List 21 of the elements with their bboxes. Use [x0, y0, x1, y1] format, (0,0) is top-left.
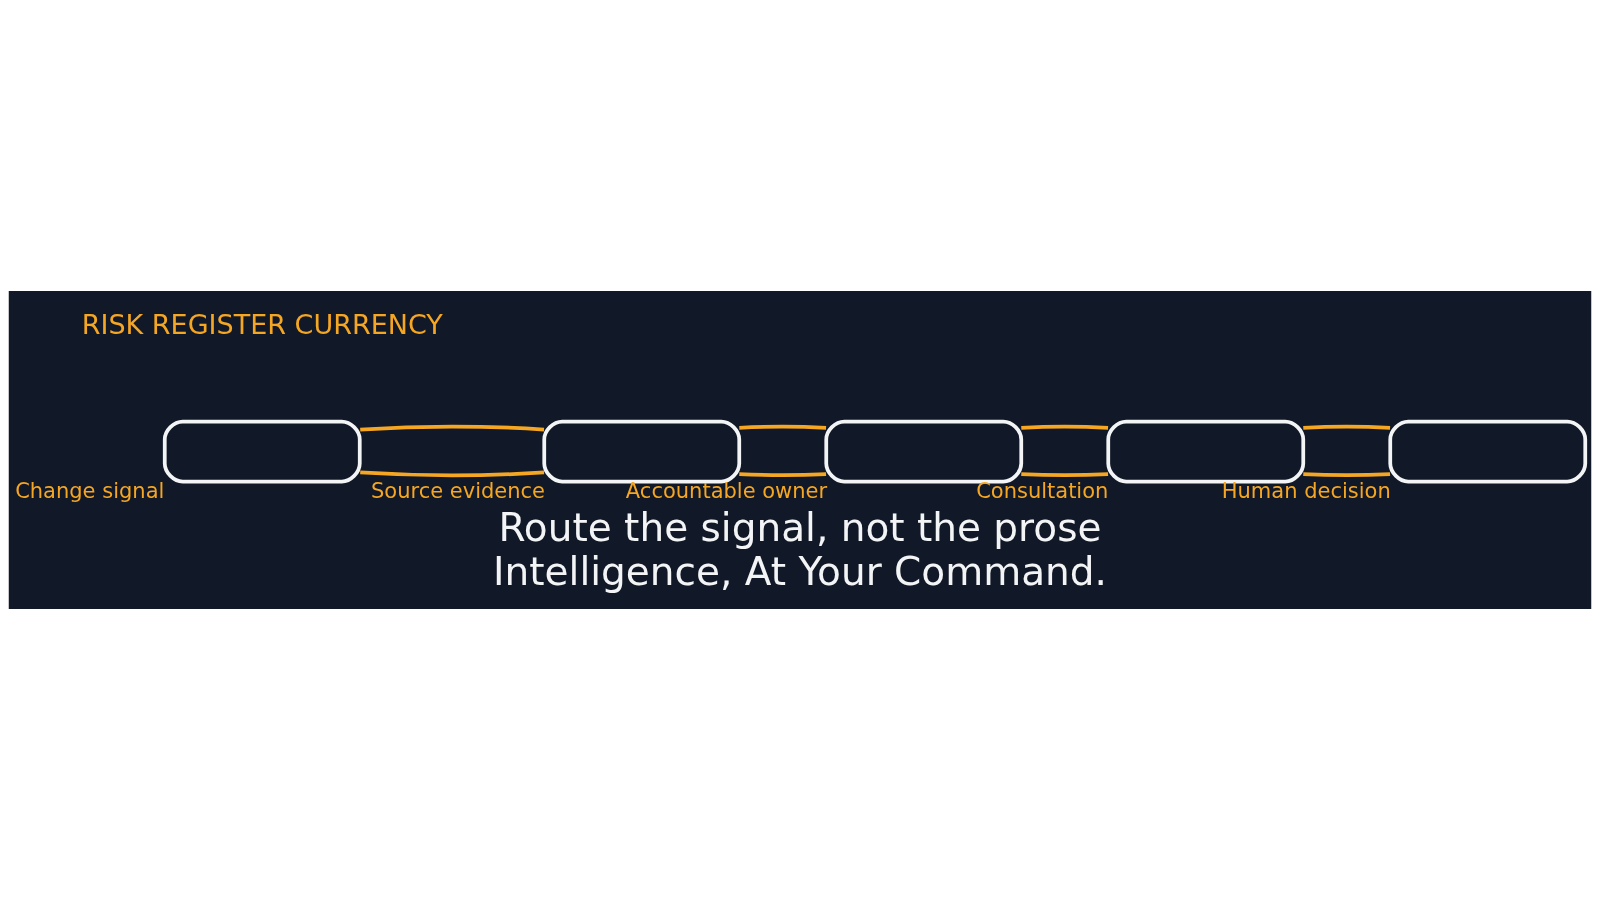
diagram-title: Route the signal, not the prose — [498, 505, 1102, 551]
node-box — [162, 419, 362, 484]
connector — [1303, 424, 1391, 430]
connector — [1021, 424, 1109, 430]
connector — [360, 470, 545, 477]
node-label: Consultation — [976, 479, 1109, 504]
node-box — [824, 419, 1024, 484]
connector — [739, 424, 827, 430]
label: RISK REGISTER CURRENCY — [81, 308, 443, 340]
connector — [1021, 472, 1109, 477]
node-box — [1106, 419, 1306, 484]
connector — [1303, 472, 1391, 477]
connector — [360, 424, 545, 432]
node-label: Change signal — [15, 479, 165, 504]
node-label: Accountable owner — [625, 479, 828, 504]
caption: Intelligence, At Your Command. — [493, 548, 1107, 594]
connector — [739, 472, 827, 477]
node-label: Human decision — [1221, 479, 1391, 504]
node-label: Source evidence — [370, 479, 546, 504]
node-box — [542, 419, 742, 484]
node-box — [1388, 419, 1588, 484]
